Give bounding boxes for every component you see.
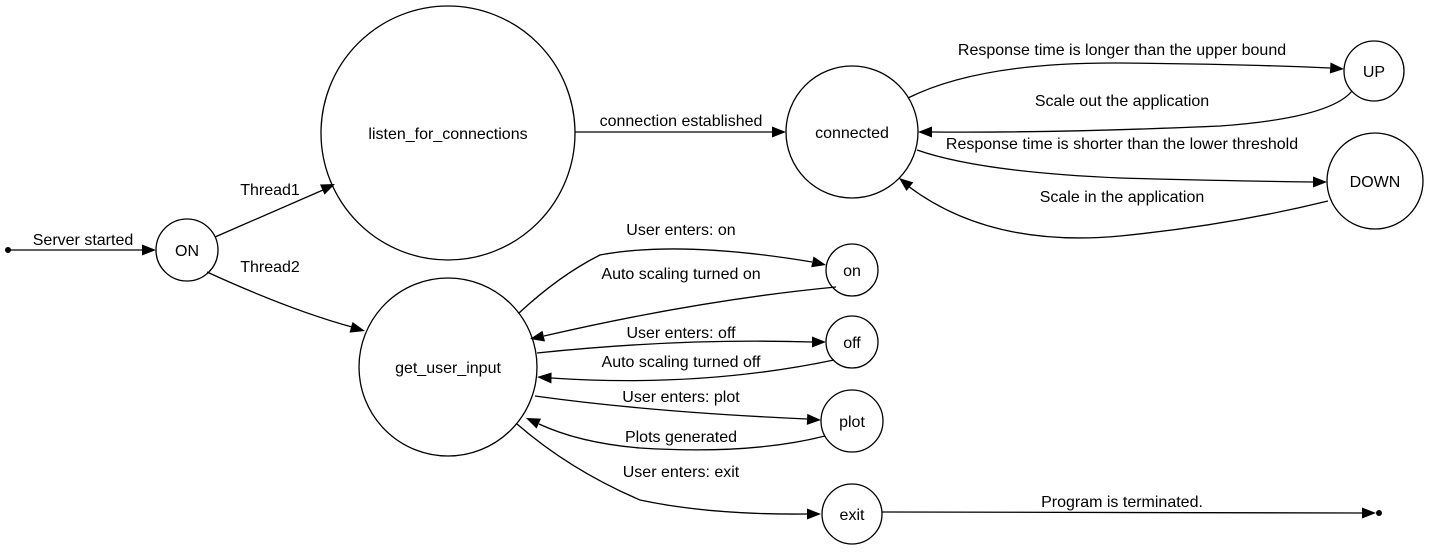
- edge-response-longer-label: Response time is longer than the upper b…: [958, 42, 1286, 59]
- edge-program-terminated: Program is terminated.: [881, 494, 1382, 519]
- edge-auto-scaling-off-label: Auto scaling turned off: [602, 354, 761, 371]
- edge-user-enters-off-label: User enters: off: [626, 325, 736, 342]
- state-connected-label: connected: [815, 125, 889, 142]
- state-off-command-label: off: [843, 335, 861, 352]
- edge-response-longer: Response time is longer than the upper b…: [907, 42, 1344, 99]
- edge-auto-scaling-on: Auto scaling turned on: [530, 266, 837, 342]
- edge-scale-out-label: Scale out the application: [1035, 93, 1209, 110]
- edge-plots-generated: Plots generated: [526, 418, 826, 451]
- edge-user-enters-on: User enters: on: [518, 222, 826, 314]
- state-exit-command-label: exit: [840, 507, 865, 524]
- state-down: DOWN: [1326, 132, 1424, 230]
- edge-connection-established: connection established: [575, 113, 786, 138]
- edge-connection-established-label: connection established: [600, 113, 763, 130]
- edge-user-enters-plot: User enters: plot: [534, 389, 821, 425]
- edge-server-started: Server started: [5, 232, 156, 256]
- edge-scale-in: Scale in the application: [899, 178, 1329, 239]
- state-plot-command: plot: [820, 389, 884, 453]
- edge-scale-out: Scale out the application: [918, 90, 1353, 138]
- state-on-command: on: [825, 243, 879, 297]
- edge-user-enters-exit-label: User enters: exit: [623, 464, 740, 481]
- state-up: UP: [1343, 40, 1405, 102]
- edge-program-terminated-label: Program is terminated.: [1041, 494, 1203, 511]
- edge-user-enters-exit: User enters: exit: [516, 423, 821, 520]
- edge-user-enters-off: User enters: off: [536, 325, 826, 354]
- edge-thread1: Thread1: [214, 182, 335, 238]
- edge-user-enters-on-label: User enters: on: [626, 222, 735, 239]
- state-listen-for-connections: listen_for_connections: [320, 5, 576, 261]
- state-up-label: UP: [1363, 64, 1385, 81]
- edge-thread1-label: Thread1: [240, 182, 300, 199]
- state-on-command-label: on: [843, 263, 861, 280]
- state-plot-command-label: plot: [839, 414, 865, 431]
- state-get-user-input: get_user_input: [358, 277, 538, 457]
- state-listen-label: listen_for_connections: [368, 126, 527, 143]
- end-point: [1376, 510, 1382, 516]
- state-connected: connected: [785, 65, 919, 199]
- edge-plots-generated-label: Plots generated: [625, 429, 737, 446]
- edge-user-enters-plot-label: User enters: plot: [622, 389, 740, 406]
- edge-auto-scaling-on-label: Auto scaling turned on: [601, 266, 760, 283]
- state-on: ON: [155, 218, 219, 282]
- edge-response-shorter: Response time is shorter than the lower …: [916, 136, 1327, 188]
- state-exit-command: exit: [821, 483, 883, 545]
- edge-response-shorter-label: Response time is shorter than the lower …: [946, 136, 1298, 153]
- edge-server-started-label: Server started: [33, 232, 133, 249]
- edge-auto-scaling-off: Auto scaling turned off: [537, 354, 835, 384]
- edge-scale-in-label: Scale in the application: [1040, 189, 1205, 206]
- state-get-user-input-label: get_user_input: [395, 360, 501, 377]
- edge-thread2-label: Thread2: [240, 259, 300, 276]
- edge-thread2: Thread2: [206, 259, 365, 333]
- state-on-label: ON: [175, 243, 199, 260]
- state-down-label: DOWN: [1350, 174, 1401, 191]
